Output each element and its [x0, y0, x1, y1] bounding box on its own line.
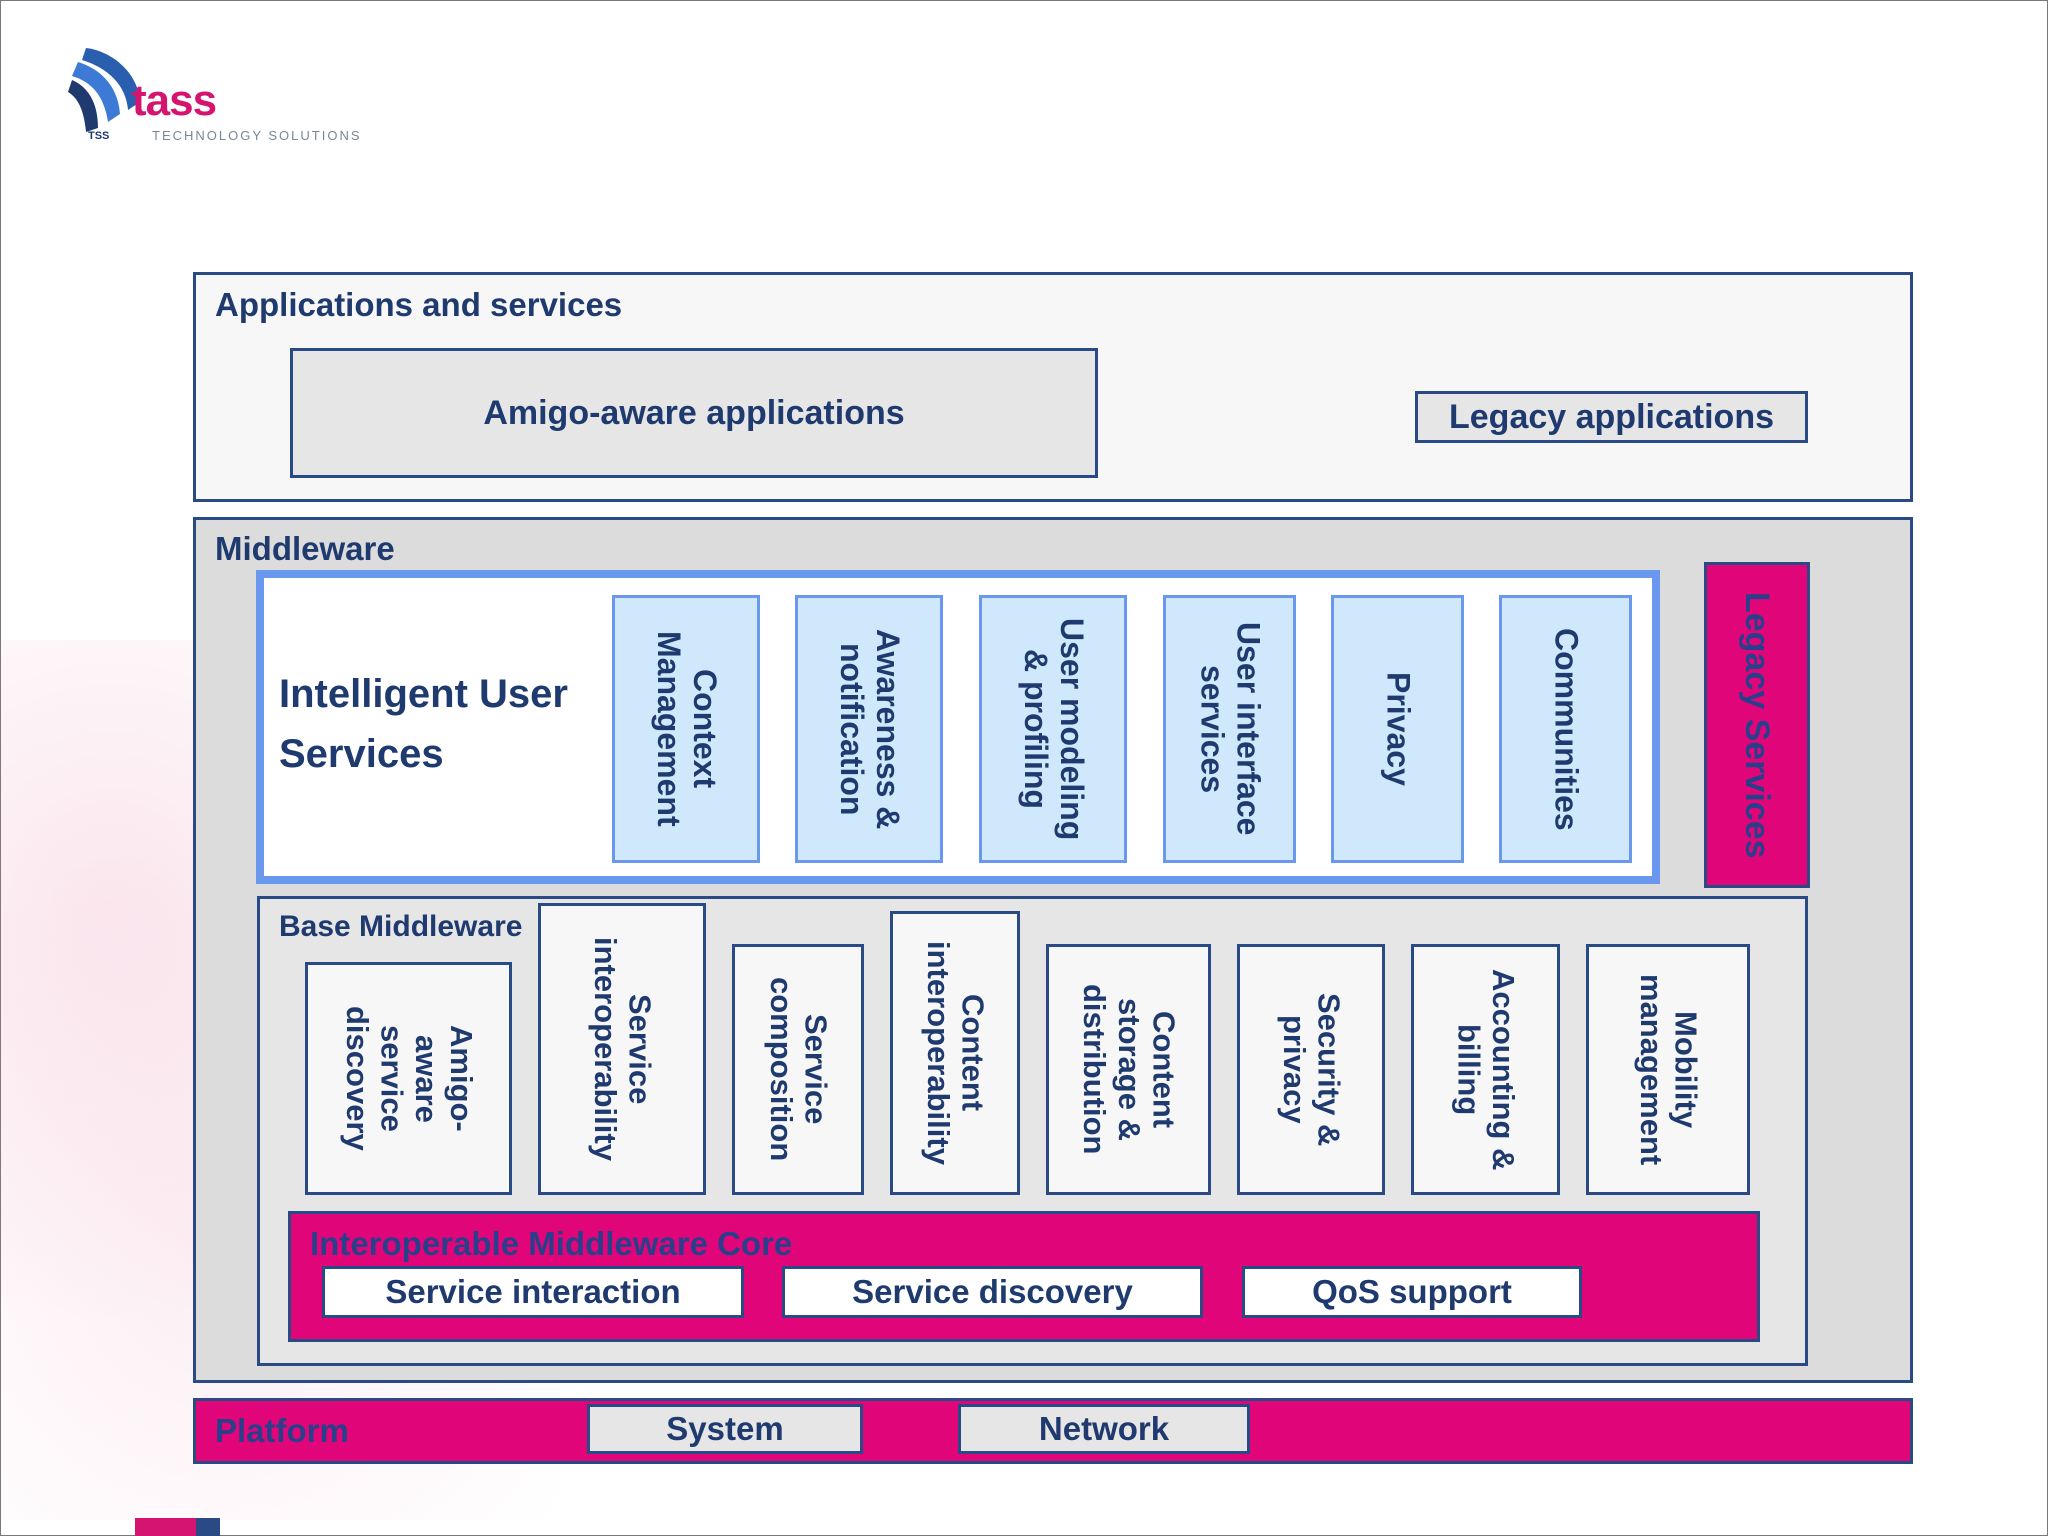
base-middleware-title: Base Middleware — [279, 910, 523, 943]
base-module-service-interoperability: Service interoperability — [538, 903, 706, 1195]
ius-module-user-interface-services: User interface services — [1163, 595, 1296, 863]
ius-module-user-modeling: User modeling & profiling — [979, 595, 1127, 863]
platform-system: System — [587, 1404, 863, 1454]
base-module-content-interoperability: Content interoperability — [890, 911, 1020, 1195]
ius-module-privacy: Privacy — [1331, 595, 1464, 863]
applications-title: Applications and services — [215, 286, 623, 323]
middleware-title: Middleware — [215, 530, 395, 567]
base-module-security-privacy: Security & privacy — [1237, 944, 1385, 1195]
platform-network: Network — [958, 1404, 1250, 1454]
ius-module-context-management: Context Management — [612, 595, 760, 863]
logo-tagline: TECHNOLOGY SOLUTIONS — [152, 128, 362, 143]
footer-accent-blue — [196, 1518, 220, 1536]
logo-wordmark: tass — [132, 76, 217, 125]
intelligent-user-services-title: Intelligent User Services — [279, 672, 568, 776]
base-module-mobility-management: Mobility management — [1586, 944, 1750, 1195]
logo-swoosh-icon — [68, 48, 140, 132]
tass-logo: tass TECHNOLOGY SOLUTIONS TSS — [68, 40, 368, 160]
base-module-accounting-billing: Accounting & billing — [1411, 944, 1560, 1195]
base-module-amigo-aware-service-discovery: Amigo- aware service discovery — [305, 962, 512, 1195]
core-qos-support: QoS support — [1242, 1266, 1582, 1318]
base-module-service-composition: Service composition — [732, 944, 864, 1195]
ius-module-communities: Communities — [1499, 595, 1632, 863]
core-service-interaction: Service interaction — [322, 1266, 744, 1318]
legacy-services: Legacy Services — [1704, 562, 1810, 888]
legacy-applications: Legacy applications — [1415, 391, 1808, 443]
logo-mark: TSS — [88, 130, 110, 142]
ius-module-awareness-notification: Awareness & notification — [795, 595, 943, 863]
core-title: Interoperable Middleware Core — [310, 1225, 793, 1262]
core-service-discovery: Service discovery — [782, 1266, 1203, 1318]
platform-title: Platform — [215, 1412, 349, 1449]
base-module-content-storage-distribution: Content storage & distribution — [1046, 944, 1211, 1195]
amigo-aware-applications: Amigo-aware applications — [290, 348, 1098, 478]
